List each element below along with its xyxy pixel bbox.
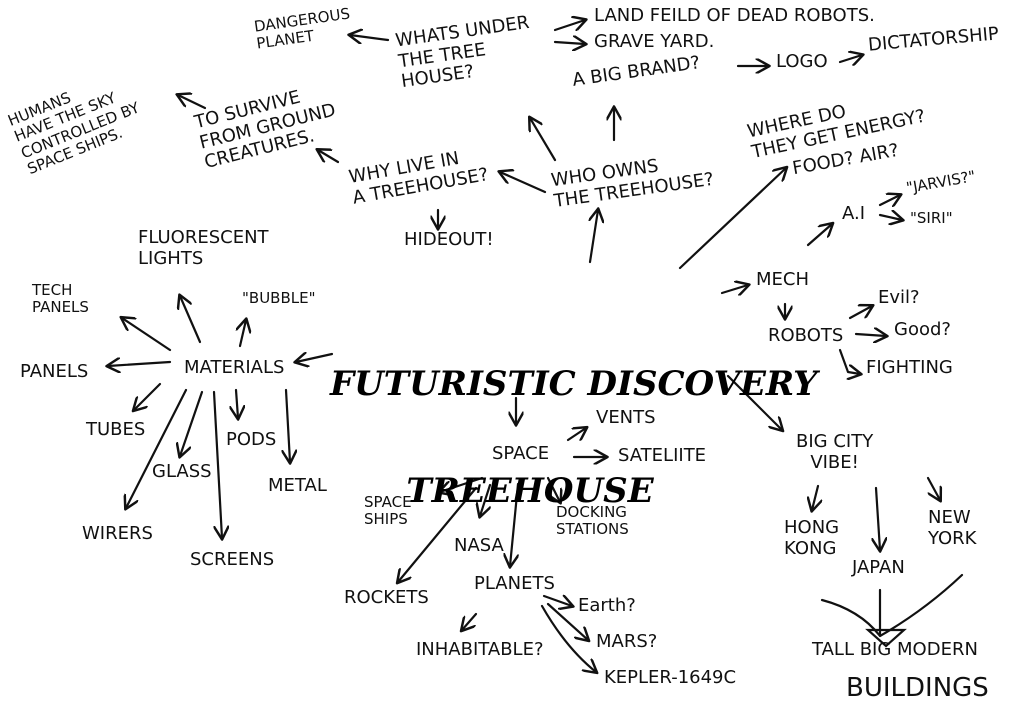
arrow-materials-to-pods	[236, 388, 238, 418]
node-fluorescent-lights: FLUORESCENT LIGHTS	[138, 227, 269, 269]
node-metal: METAL	[268, 475, 327, 496]
node-evil: Evil?	[878, 287, 920, 308]
node-logo: LOGO	[776, 51, 828, 72]
node-hong-kong: HONG KONG	[784, 517, 840, 559]
arrow-space-to-vents	[566, 428, 586, 440]
arrow-robots-to-evil	[848, 306, 872, 320]
arrow-city-to-hongkong	[812, 484, 818, 510]
arrow-to-grave-yard	[553, 42, 585, 44]
node-mars: MARS?	[596, 631, 658, 652]
arrow-planets-to-earth	[542, 596, 572, 606]
node-space-ships: SPACE SHIPS	[364, 493, 412, 529]
arrow-ai-to-siri	[878, 215, 902, 220]
node-tech-panels: TECH PANELS	[32, 281, 89, 317]
node-big-city-vibe: BIG CITY VIBE!	[796, 431, 874, 473]
funnel-to-buildings	[820, 573, 964, 638]
arrow-center-to-big-city	[726, 374, 782, 430]
arrow-materials-to-tubes	[134, 382, 162, 410]
arrow-center-to-mech	[720, 285, 748, 293]
arrow-space-to-rockets	[398, 486, 478, 582]
arrow-materials-to-metal	[286, 388, 290, 462]
arrow-city-to-newyork	[926, 476, 940, 500]
arrow-materials-to-tech-panels	[122, 318, 172, 352]
node-vents: VENTS	[596, 407, 656, 428]
arrow-center-to-energy	[678, 168, 786, 270]
arrow-planets-to-inhabitable	[462, 612, 478, 630]
node-mech: MECH	[756, 269, 810, 290]
node-robots: ROBOTS	[768, 325, 844, 346]
node-wirers: WIRERS	[82, 523, 153, 544]
node-kepler: KEPLER-1649C	[604, 667, 737, 688]
arrow-city-to-japan	[876, 486, 880, 550]
node-inhabitable: INHABITABLE?	[416, 639, 544, 660]
arrow-logo-to-dictatorship	[838, 55, 862, 62]
arrow-planets-to-kepler	[540, 604, 596, 672]
node-glass: GLASS	[152, 461, 212, 482]
arrow-to-land-feild	[553, 20, 585, 30]
node-ai: A.I	[842, 203, 866, 224]
arrow-planets-to-mars	[546, 602, 588, 640]
node-tall-big-modern: TALL BIG MODERN	[812, 639, 978, 660]
arrow-materials-to-bubble	[240, 320, 246, 348]
arrow-materials-to-panels	[108, 362, 172, 366]
arrow-ai-to-jarvis	[878, 195, 900, 205]
arrow-who-to-why	[500, 172, 547, 194]
node-screens: SCREENS	[190, 549, 275, 570]
node-docking-stations: DOCKING STATIONS	[556, 503, 629, 539]
arrow-robots-to-good	[854, 334, 886, 336]
central-topic-line1: Futuristic Discovery	[330, 364, 818, 405]
node-pods: PODS	[226, 429, 277, 450]
arrow-materials-to-wirers	[126, 388, 188, 508]
arrow-who-to-whats-under	[530, 118, 557, 162]
funnel-triangle	[865, 628, 907, 648]
node-nasa: NASA	[454, 535, 504, 556]
arrow-robots-to-fighting	[838, 348, 860, 374]
arrow-mech-to-ai	[806, 224, 832, 247]
node-rockets: ROCKETS	[344, 587, 429, 608]
central-topic-line2: TreeHouse	[406, 471, 654, 512]
arrow-materials-to-fluorescent	[180, 296, 202, 344]
arrow-survive-to-humans	[178, 95, 207, 110]
node-earth: Earth?	[578, 595, 636, 616]
arrow-center-to-materials	[296, 354, 334, 362]
node-land-feild: LAND FEILD OF DEAD ROBOTS.	[594, 5, 875, 26]
arrow-why-to-survive	[318, 150, 340, 164]
node-new-york: NEW YORK	[928, 507, 977, 549]
arrow-whats-under-to-dangerous	[350, 35, 390, 40]
node-fighting: FIGHTING	[866, 357, 953, 378]
central-topic-title: Futuristic Discovery TreeHouse	[330, 296, 818, 546]
arrow-space-to-docking	[546, 476, 560, 502]
arrow-center-to-who	[590, 210, 598, 264]
node-siri: "SIRI"	[910, 209, 953, 227]
arrow-space-to-nasa	[480, 483, 490, 516]
node-grave-yard: GRAVE YARD.	[594, 31, 715, 52]
arrow-materials-to-glass	[180, 390, 204, 456]
node-planets: PLANETS	[474, 573, 555, 594]
arrow-space-to-planets	[510, 482, 520, 566]
node-hideout: HIDEOUT!	[404, 229, 494, 250]
node-bubble: "BUBBLE"	[242, 289, 316, 307]
node-panels: PANELS	[20, 361, 89, 382]
node-satellite: SATELIITE	[618, 445, 707, 466]
node-good: Good?	[894, 319, 951, 340]
arrow-space-to-ships	[440, 476, 484, 492]
node-space: SPACE	[492, 443, 550, 464]
node-tubes: TUBES	[86, 419, 146, 440]
node-japan: JAPAN	[852, 557, 905, 578]
arrow-materials-to-screens	[212, 390, 222, 538]
node-buildings: BUILDINGS	[846, 673, 989, 703]
node-materials: MATERIALS	[184, 357, 285, 378]
